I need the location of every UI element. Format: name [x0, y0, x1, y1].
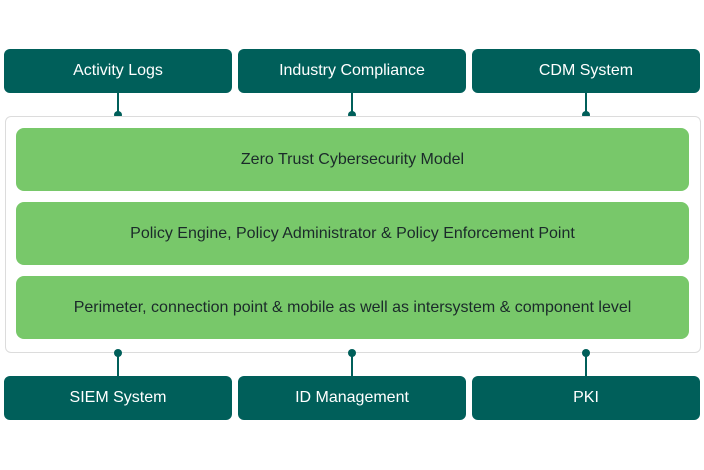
- id-management-connector: [348, 349, 356, 376]
- policy-engine-layer: Policy Engine, Policy Administrator & Po…: [16, 202, 689, 265]
- perimeter-label: Perimeter, connection point & mobile as …: [73, 298, 632, 316]
- zero-trust-model-label: Zero Trust Cybersecurity Model: [240, 150, 465, 168]
- pki-label: PKI: [573, 389, 599, 406]
- cdm-system-connector: [582, 93, 590, 119]
- industry-compliance-label: Industry Compliance: [279, 62, 425, 79]
- cdm-system-label: CDM System: [538, 62, 634, 79]
- pki-connector: [582, 349, 590, 376]
- policy-engine-label: Policy Engine, Policy Administrator & Po…: [130, 224, 575, 242]
- perimeter-layer: Perimeter, connection point & mobile as …: [16, 276, 689, 339]
- activity-logs-label: Activity Logs: [73, 62, 163, 79]
- industry-compliance-box: Industry Compliance: [238, 49, 466, 93]
- cdm-system-box: CDM System: [472, 49, 700, 93]
- zero-trust-model-layer: Zero Trust Cybersecurity Model: [16, 128, 689, 191]
- activity-logs-connector: [114, 93, 122, 119]
- id-management-box: ID Management: [238, 376, 466, 420]
- id-management-label: ID Management: [295, 389, 409, 406]
- siem-system-connector: [114, 349, 122, 376]
- siem-system-box: SIEM System: [4, 376, 232, 420]
- industry-compliance-connector: [348, 93, 356, 119]
- activity-logs-box: Activity Logs: [4, 49, 232, 93]
- siem-system-label: SIEM System: [69, 389, 167, 406]
- pki-box: PKI: [472, 376, 700, 420]
